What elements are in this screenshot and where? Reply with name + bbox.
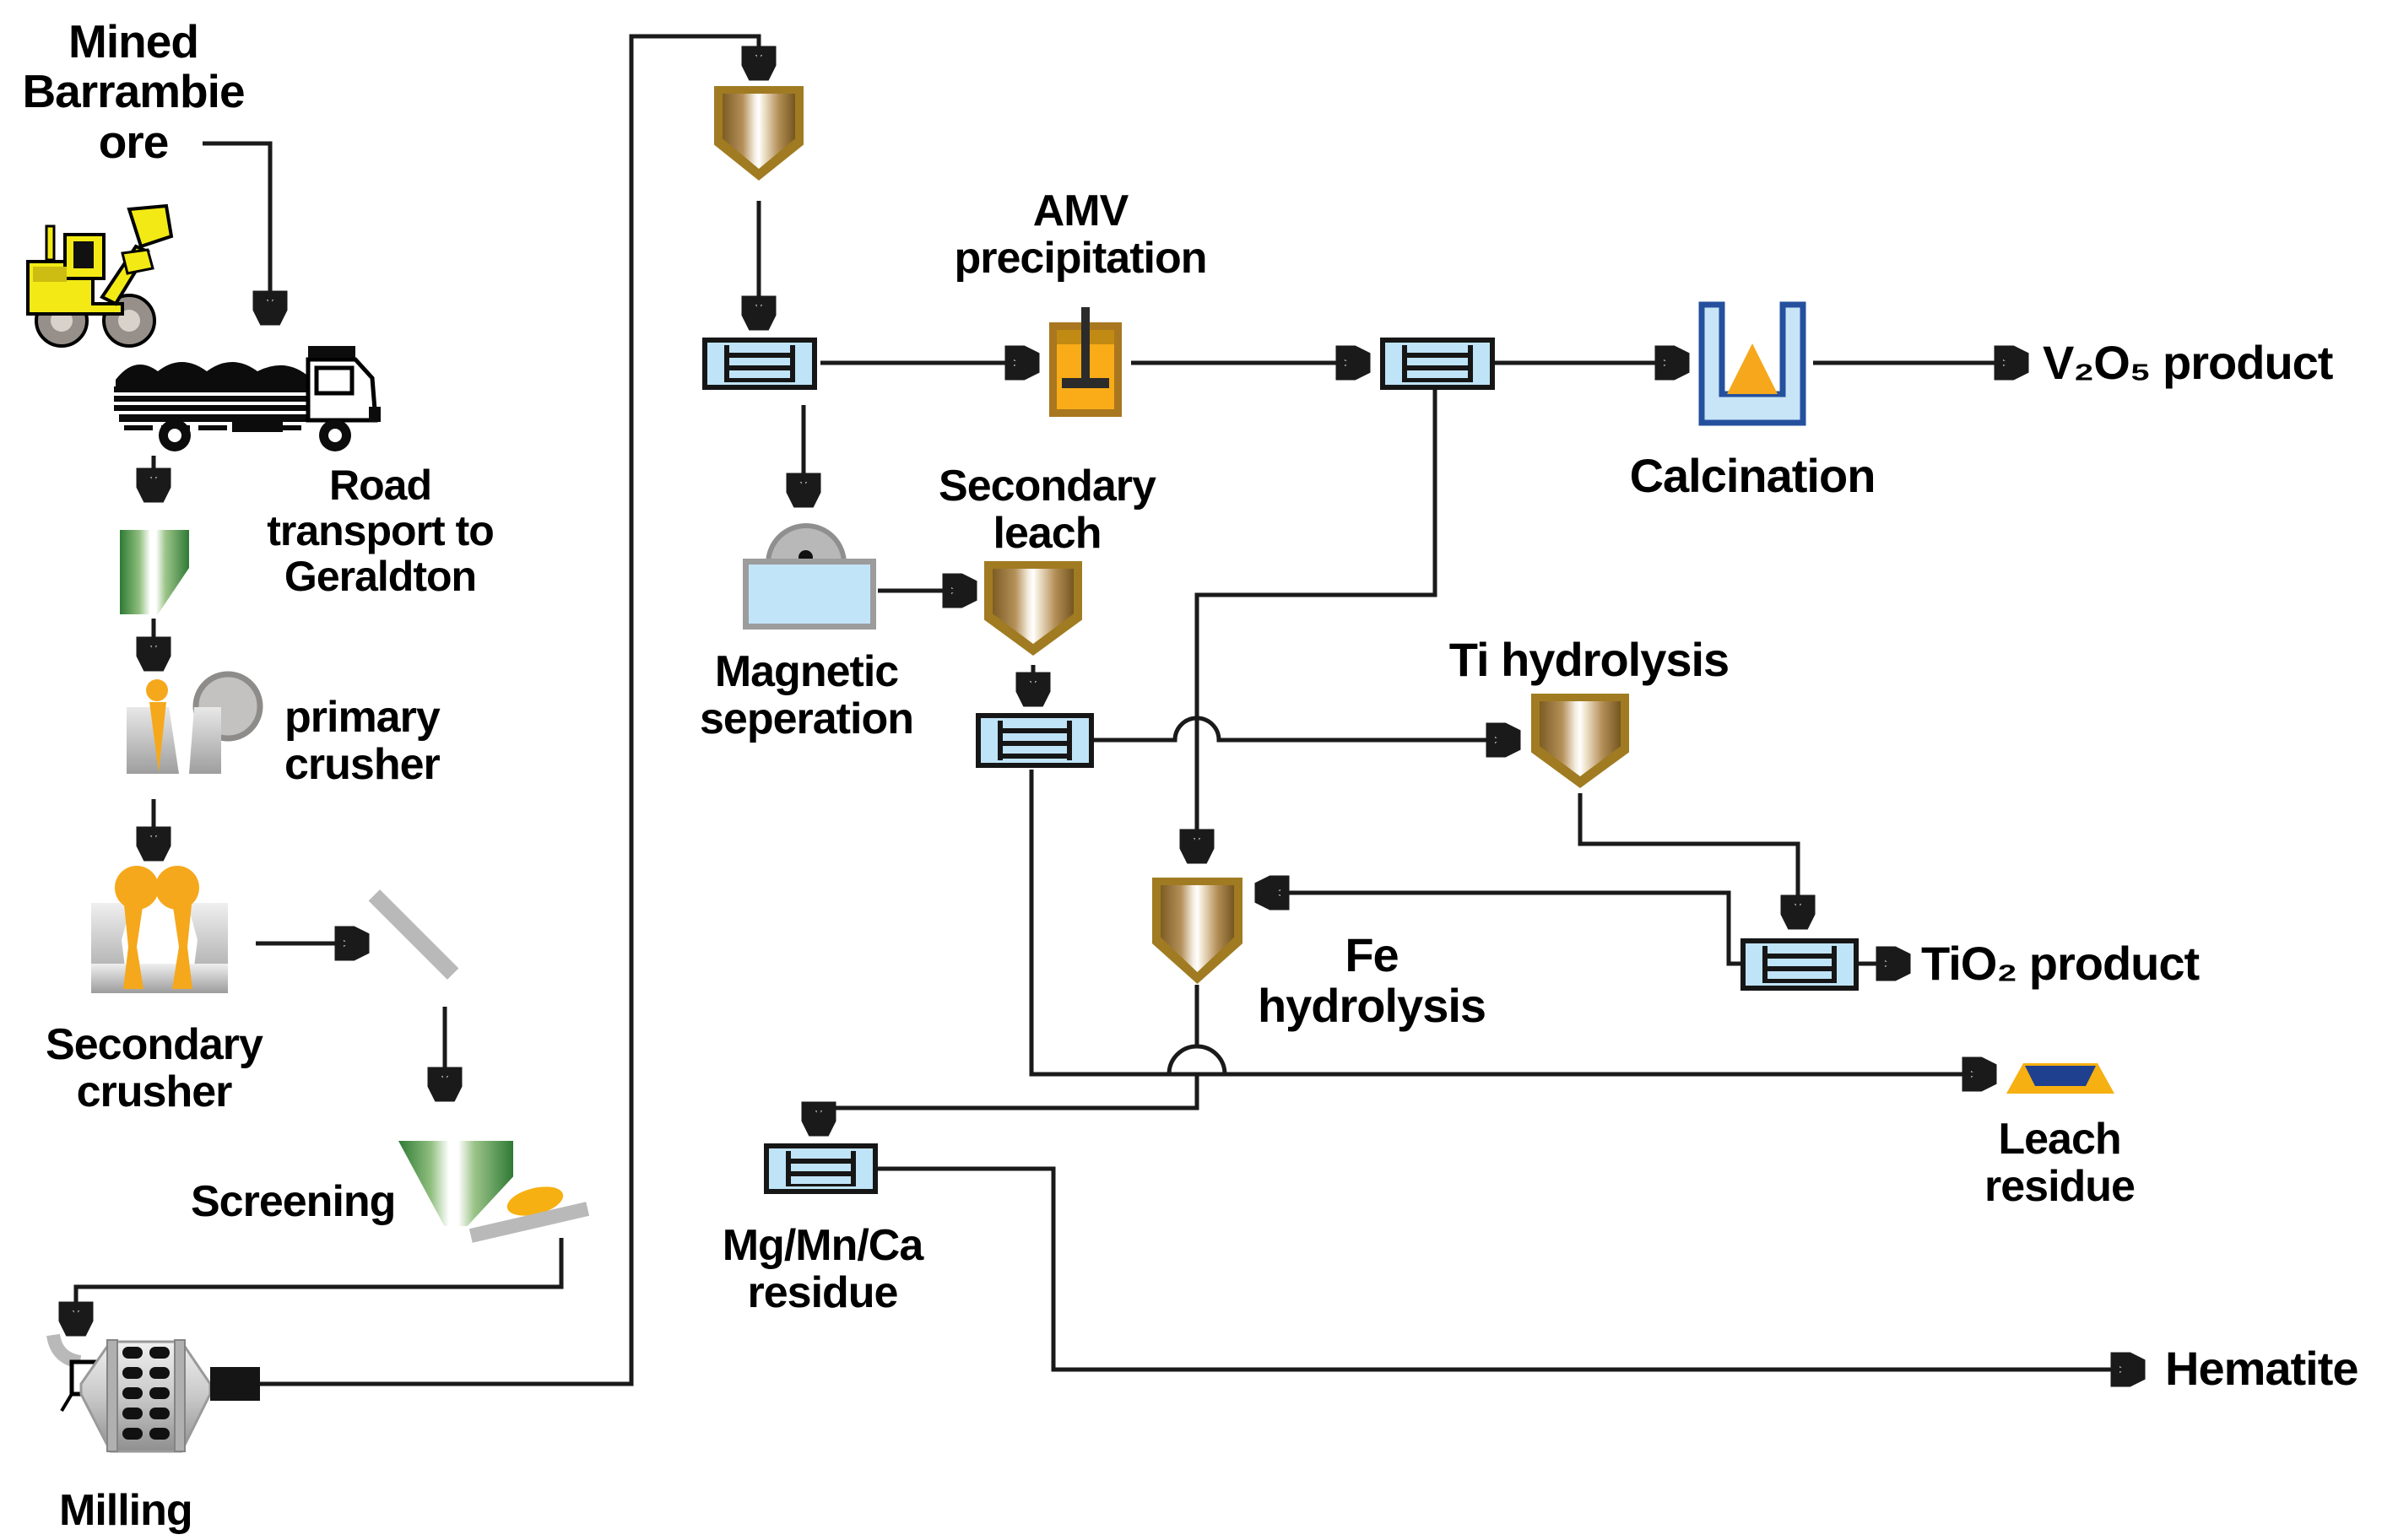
- belt-filter-icon-1: [702, 338, 817, 390]
- label-primary-crusher: primary crusher: [284, 693, 441, 790]
- label-road-transport: Road transport to Geraldton: [267, 462, 495, 600]
- label-milling: Milling: [59, 1486, 193, 1535]
- separator-box: [743, 559, 876, 630]
- label-tio2-product: TiO₂ product: [1921, 937, 2200, 990]
- edge-mgmnca-filter-to-hematite: [878, 1166, 2141, 1370]
- edge-screening-to-mill: [76, 1238, 564, 1332]
- edge-tio2-filter-return-to-fe-hydrolysis: [1259, 893, 1740, 966]
- edge-filter3-to-ti-hydrolysis: [1094, 716, 1516, 740]
- label-amv-precipitation: AMV precipitation: [954, 186, 1207, 284]
- label-fe-hydrolysis: Fe hydrolysis: [1257, 928, 1486, 1033]
- edge-mill-recycle-to-leach-vessel: [260, 34, 759, 1386]
- label-ti-hydrolysis: Ti hydrolysis: [1448, 633, 1730, 686]
- belt-filter-icon-2: [1380, 338, 1495, 390]
- belt-filter-icon-4: [1740, 938, 1859, 991]
- primary-crusher-icon: [127, 671, 263, 774]
- agitator-paddle: [1062, 378, 1109, 388]
- label-magnetic-separation: Magnetic seperation: [700, 647, 914, 744]
- secondary-leach-vessel-icon: [984, 561, 1082, 656]
- label-calcination: Calcination: [1629, 449, 1876, 502]
- edge-filter2-to-fe-hydrolysis: [1197, 390, 1437, 859]
- label-secondary-crusher: Secondary crusher: [46, 1020, 263, 1117]
- ball-mill-icon: [46, 1333, 260, 1453]
- ti-hydrolysis-vessel-icon: [1531, 694, 1629, 788]
- label-hematite: Hematite: [2165, 1342, 2359, 1395]
- label-screening: Screening: [191, 1177, 396, 1226]
- label-v2o5-product: V₂O₅ product: [2043, 336, 2333, 389]
- front-loader-icon: [26, 203, 174, 348]
- edge-ore-to-truck: [203, 141, 270, 321]
- edge-crossover-hop: [1167, 1044, 1227, 1075]
- fe-hydrolysis-vessel-icon: [1152, 878, 1242, 984]
- secondary-crusher-icon: [91, 866, 228, 993]
- agitator-shaft: [1081, 307, 1090, 385]
- label-mined-barrambie-ore: Mined Barrambie ore: [22, 15, 245, 168]
- edge-filter3-to-leach-residue: [1029, 770, 1992, 1074]
- edge-fe-hydrolysis-to-mgmnca-filter: [819, 1074, 1199, 1132]
- leach-residue-pond-icon: [2006, 1063, 2114, 1094]
- belt-filter-icon-3: [976, 713, 1094, 768]
- label-secondary-leach: Secondary leach: [939, 462, 1156, 559]
- calciner-icon: [1698, 301, 1806, 426]
- label-mg-mn-ca-residue: Mg/Mn/Ca residue: [722, 1221, 924, 1318]
- edge-ti-hydrolysis-to-filter4: [1578, 793, 1798, 925]
- primary-leach-vessel-icon: [714, 86, 804, 181]
- label-leach-residue: Leach residue: [1984, 1115, 2136, 1212]
- belt-filter-icon-5: [764, 1143, 878, 1194]
- haul-truck-icon: [114, 346, 381, 451]
